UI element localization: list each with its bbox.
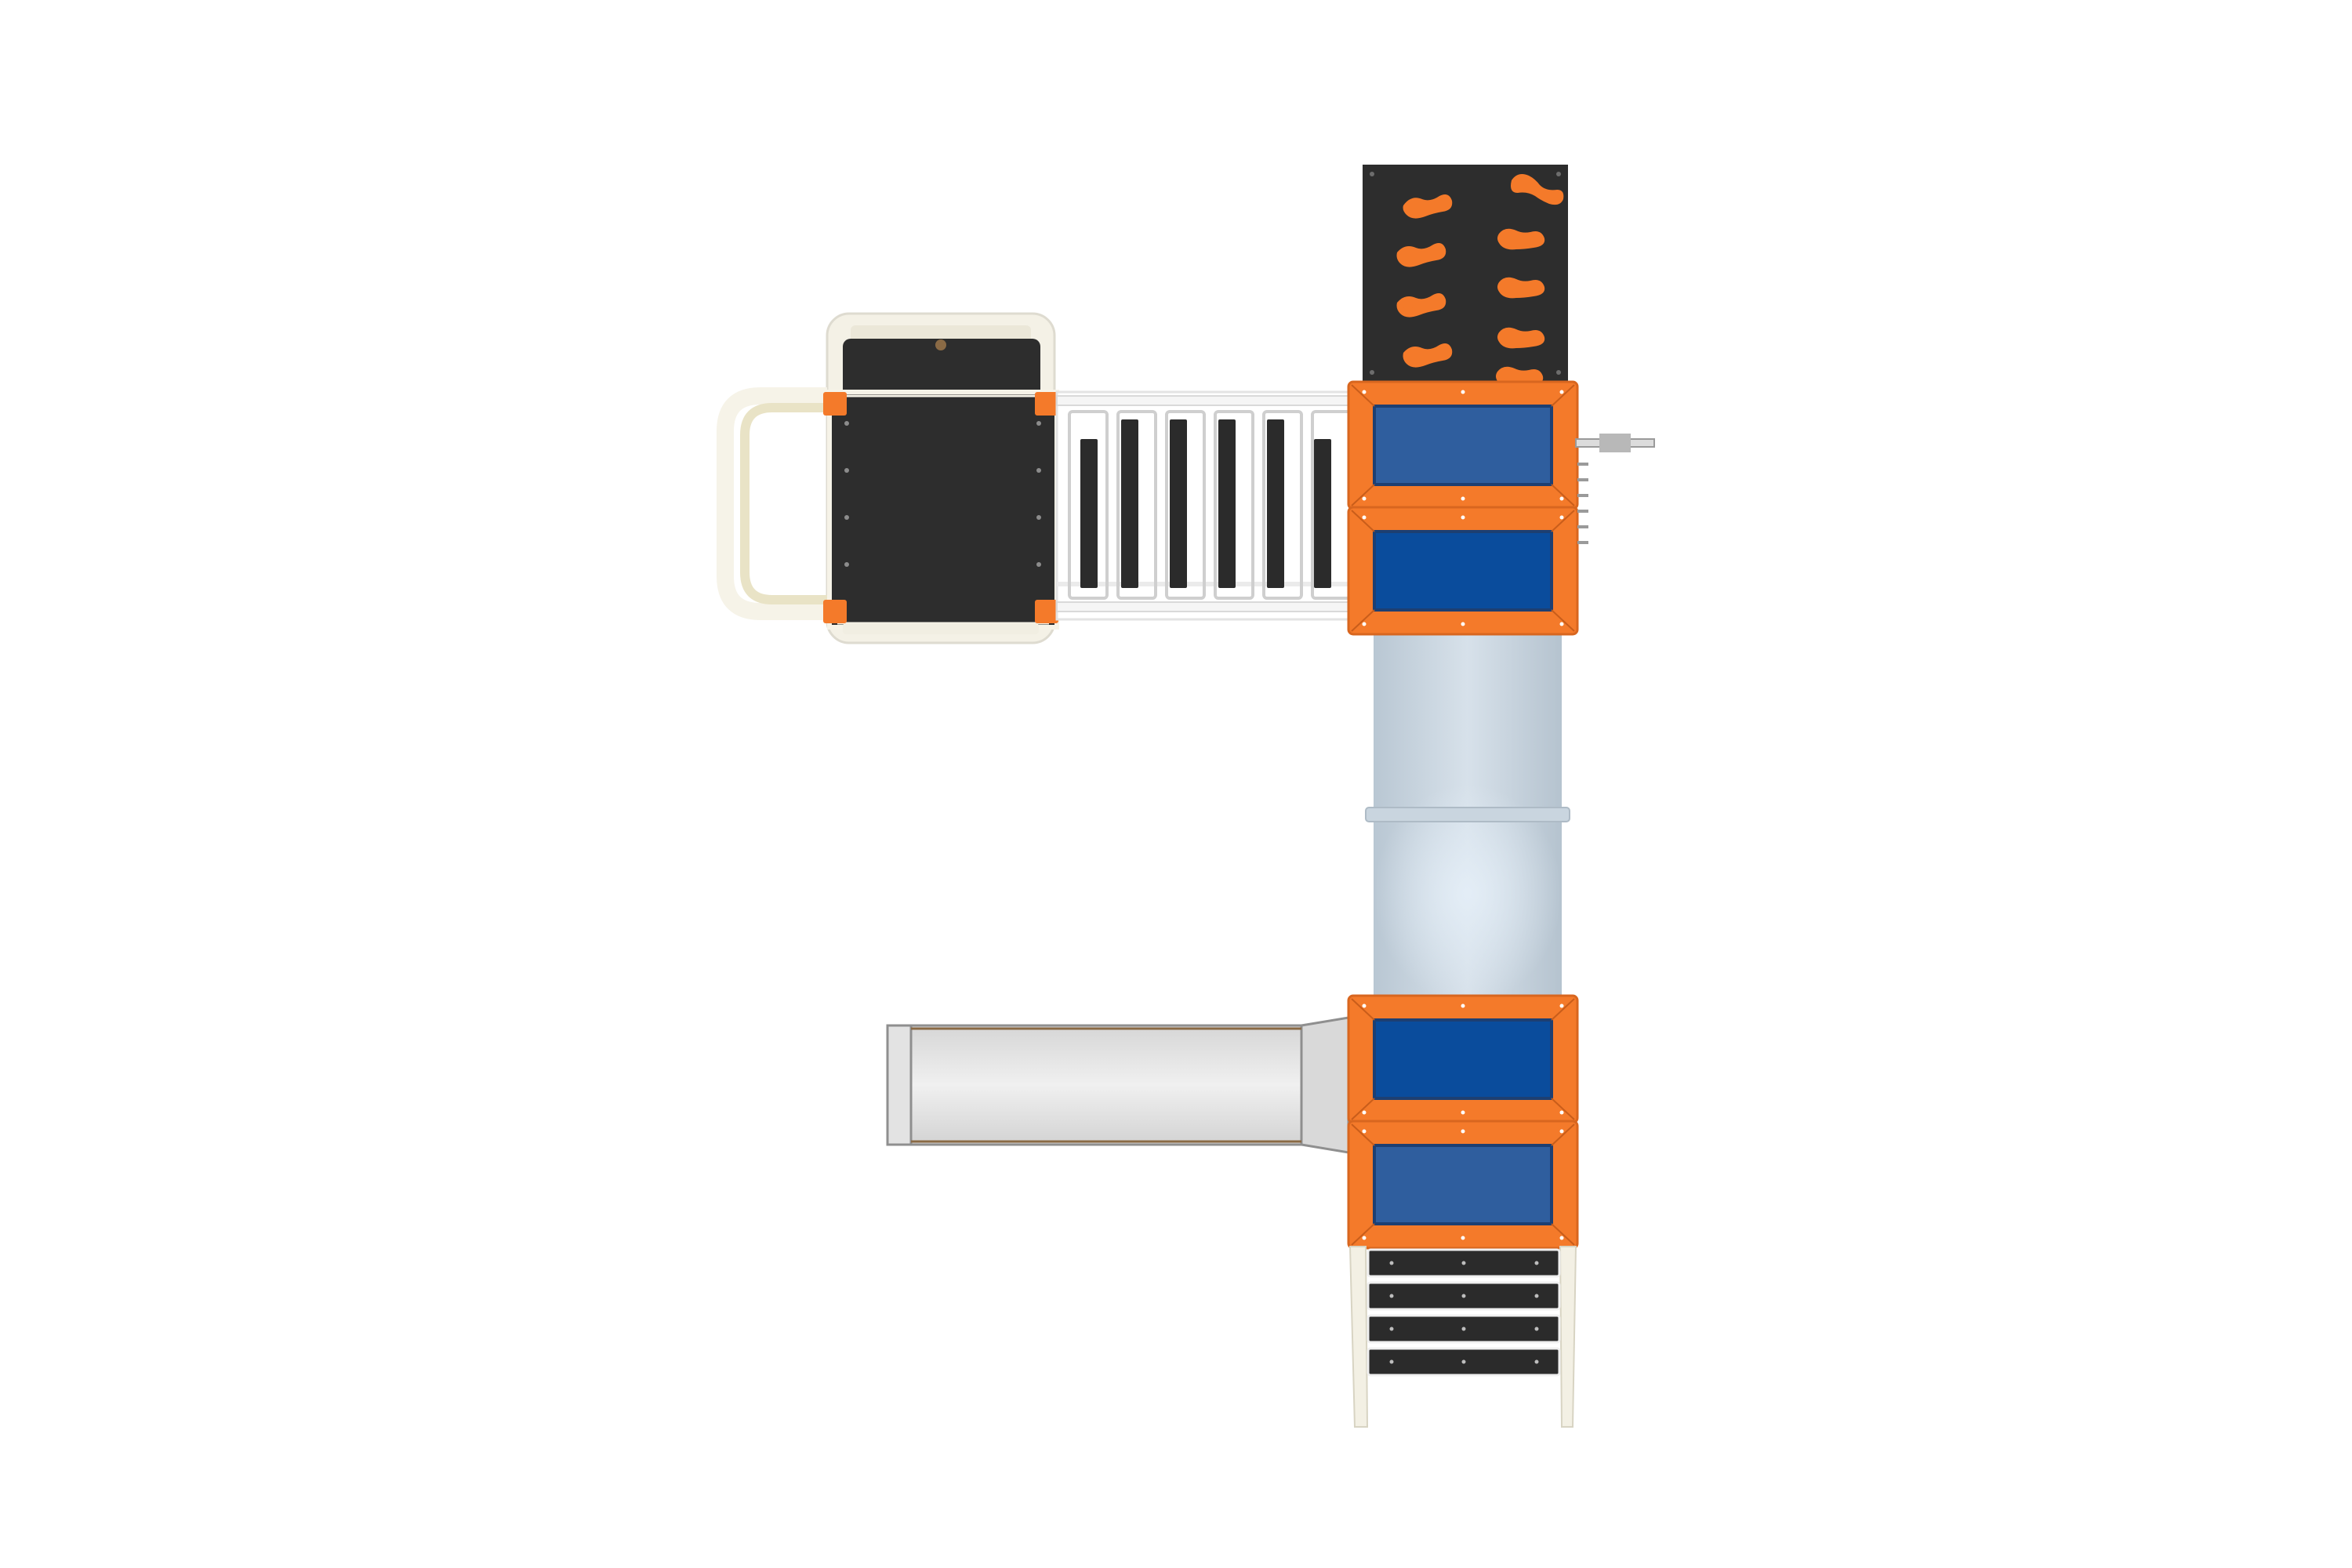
stair-stringer-right	[1559, 1246, 1577, 1428]
roof-inset	[1373, 1144, 1553, 1225]
climbing-hold-icon	[1497, 277, 1545, 299]
tunnel-coupling-ring	[1365, 807, 1570, 822]
corner-post	[1035, 600, 1058, 623]
bridge-tread	[1121, 419, 1138, 588]
corner-post	[1035, 392, 1058, 416]
corner-post	[823, 392, 847, 416]
bridge-tread	[1170, 419, 1187, 588]
climbing-hold-icon	[1403, 343, 1453, 368]
bridge-rung-frames	[1068, 410, 1352, 600]
corner-posts	[823, 392, 1058, 623]
climbing-hold-icon	[1403, 306, 1413, 309]
tower-top-bar	[851, 325, 1031, 343]
stair-stringer-left	[1348, 1246, 1369, 1428]
roof-lower-2	[1347, 1120, 1579, 1250]
climbing-hold-icon	[1511, 174, 1564, 205]
tower-back-panel	[843, 339, 1040, 401]
roof-inset	[1373, 1018, 1553, 1100]
climbing-hold-icon	[1497, 228, 1545, 250]
bridge-treads	[1080, 419, 1331, 588]
wall-bolts	[1370, 172, 1561, 375]
bridge-rail-bottom	[1056, 601, 1356, 612]
climbing-hold-icon	[1403, 194, 1453, 219]
deck-bolts	[844, 421, 1041, 567]
roof-inset	[1373, 530, 1553, 612]
climbing-hold-icon	[1396, 243, 1446, 267]
roof-lower-1	[1347, 994, 1579, 1124]
tower-bottom-edge	[843, 623, 1039, 634]
corner-post	[823, 600, 847, 623]
climbing-wall	[1363, 165, 1568, 388]
side-hardware	[1575, 434, 1655, 544]
bridge-tread	[1314, 439, 1331, 588]
climbing-holds	[1396, 174, 1564, 388]
climbing-hold-icon	[1497, 327, 1545, 349]
side-handle-inner	[740, 403, 831, 604]
stairs	[1348, 1246, 1577, 1428]
left-tower	[717, 312, 1059, 644]
roof-upper-1	[1347, 380, 1579, 510]
panel-emblem	[935, 339, 946, 350]
tunnel	[1365, 631, 1570, 1004]
climbing-hold-icon	[1396, 293, 1446, 318]
bridge-tread	[1267, 419, 1284, 588]
bridge	[1055, 390, 1356, 621]
slide-entry-flare	[1300, 1016, 1350, 1154]
tunnel-highlight	[1374, 784, 1562, 1004]
slide-chute	[886, 1024, 1352, 1146]
slide	[886, 1016, 1352, 1154]
bridge-tread	[1218, 419, 1236, 588]
roof-upper-2	[1347, 506, 1579, 636]
bridge-tread	[1080, 439, 1098, 588]
side-handle	[717, 387, 827, 620]
slide-exit-lip	[886, 1024, 913, 1146]
roof-inset	[1373, 405, 1553, 486]
bridge-rail-top	[1056, 395, 1356, 406]
tower-deck	[827, 390, 1059, 630]
climbing-wall-panel	[1363, 165, 1568, 384]
stair-bolts	[1389, 1261, 1539, 1364]
